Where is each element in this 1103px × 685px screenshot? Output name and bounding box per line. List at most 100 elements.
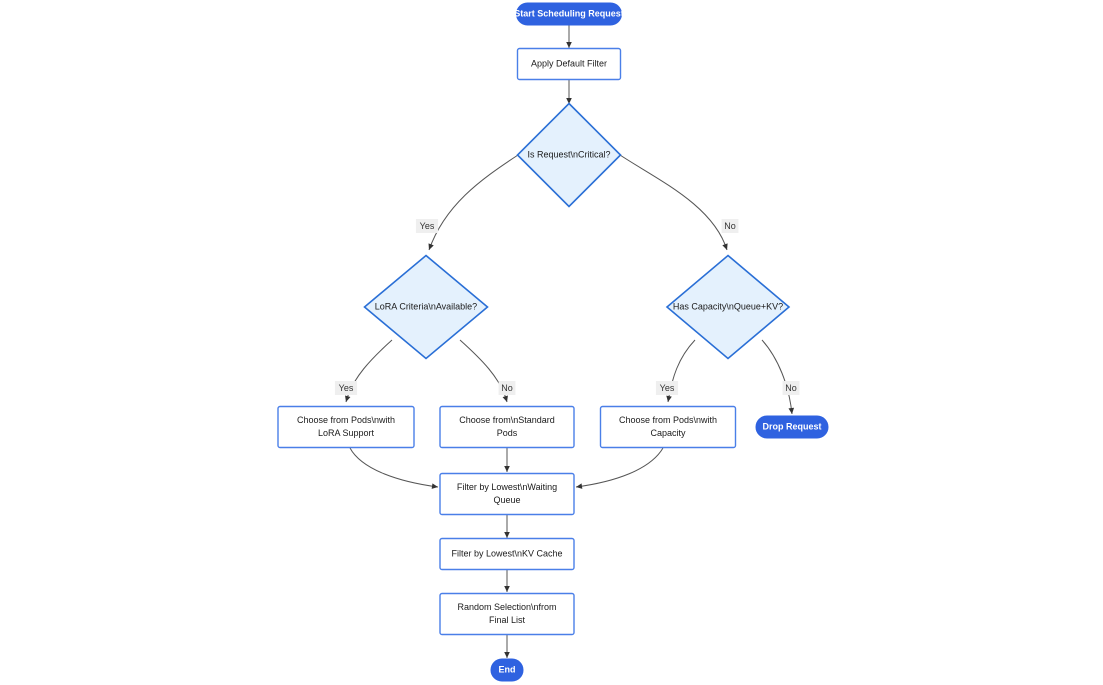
edge-arrowhead [788,407,795,414]
node-label-text: Choose from Pods\nwith [619,415,717,425]
edge-start-to-apply_filter [566,25,572,48]
node-apply_filter[interactable]: Apply Default Filter [516,47,622,81]
node-shape-pill[interactable] [490,658,524,682]
node-filter_kv[interactable]: Filter by Lowest\nKV Cache [439,537,575,571]
node-label-text: Drop Request [762,421,821,431]
node-label-text: LoRA Criteria\nAvailable? [375,301,477,311]
edge-label-text: No [724,221,736,231]
edge-line [349,447,439,488]
edges-layer [345,25,795,658]
node-label-text: Pods [497,428,518,438]
node-has_capacity[interactable]: Has Capacity\nQueue+KV? [665,254,791,360]
node-label-text: Capacity [650,428,686,438]
node-shape-diamond[interactable] [665,254,791,360]
edge-arrowhead [666,395,672,402]
edge-label-text: Yes [660,383,675,393]
node-label-text: Random Selection\nfrom [457,602,556,612]
node-shape-rect[interactable] [599,405,737,449]
edge-line [761,339,793,415]
node-shape-pill[interactable] [755,415,829,439]
edge-label-background [721,219,739,233]
edge-lora_criteria-to-pods_standard [459,339,508,403]
edge-arrowhead [722,243,728,250]
node-shape-rect[interactable] [439,537,575,571]
edge-pods_lora-to-filter_queue [349,447,439,489]
node-label-text: Choose from\nStandard [459,415,555,425]
node-start[interactable]: Start Scheduling Request [514,2,624,26]
node-label-text: LoRA Support [318,428,375,438]
node-is_critical[interactable]: Is Request\nCritical? [516,102,622,208]
edge-label-is_critical-yes: Yes [415,219,439,233]
edge-arrowhead [504,652,510,658]
node-label-text: Has Capacity\nQueue+KV? [673,301,783,311]
edge-arrowhead [566,42,572,48]
edge-arrowhead [504,586,510,592]
edge-line [428,154,519,251]
edge-label-lora_criteria-no: No [498,381,516,395]
node-shape-rect[interactable] [439,472,575,516]
node-shape-rect[interactable] [439,592,575,636]
edge-line [667,339,696,403]
node-shape-diamond[interactable] [363,254,489,360]
edge-pods_capacity-to-filter_queue [575,447,664,489]
node-label-text: Choose from Pods\nwith [297,415,395,425]
edge-lora_criteria-to-pods_lora [345,339,393,403]
edge-label-background [415,219,439,233]
node-label-text: Is Request\nCritical? [527,149,610,159]
edge-label-background [782,381,800,395]
edge-arrowhead [504,466,510,472]
node-label-text: Filter by Lowest\nKV Cache [451,548,562,558]
edge-label-text: No [501,383,513,393]
edge-arrowhead [576,483,583,489]
edge-label-has_capacity-yes: Yes [655,381,679,395]
edge-is_critical-to-has_capacity [619,154,728,251]
edge-filter_kv-to-random_select [504,570,510,592]
edge-is_critical-to-lora_criteria [428,154,519,251]
edge-has_capacity-to-pods_capacity [666,339,696,403]
node-label-text: Start Scheduling Request [514,8,624,18]
node-shape-pill[interactable] [516,2,622,26]
node-label-text: Final List [489,615,526,625]
node-shape-rect[interactable] [277,405,415,449]
node-shape-rect[interactable] [439,405,575,449]
edge-label-text: Yes [339,383,354,393]
edge-label-is_critical-no: No [721,219,739,233]
node-label-text: Queue [493,495,520,505]
edge-line [345,339,393,403]
edge-filter_queue-to-filter_kv [504,515,510,538]
edge-arrowhead [502,395,508,402]
node-lora_criteria[interactable]: LoRA Criteria\nAvailable? [363,254,489,360]
edge-arrowhead [428,243,434,250]
edge-arrowhead [504,532,510,538]
edge-line [575,447,664,488]
node-label-text: End [499,664,516,674]
node-drop_request[interactable]: Drop Request [755,415,829,439]
edge-arrowhead [566,98,572,104]
edge-arrowhead [345,395,351,402]
edge-line [459,339,508,403]
node-shape-diamond[interactable] [516,102,622,208]
edge-label-text: No [785,383,797,393]
edge-random_select-to-end [504,635,510,658]
edge-apply_filter-to-is_critical [566,80,572,104]
edge-pods_standard-to-filter_queue [504,448,510,472]
node-label-text: Filter by Lowest\nWaiting [457,482,557,492]
edge-arrowhead [431,483,438,489]
node-label-text: Apply Default Filter [531,58,607,68]
edge-label-background [334,381,358,395]
edge-label-background [498,381,516,395]
edge-label-has_capacity-no: No [782,381,800,395]
node-shape-rect[interactable] [516,47,622,81]
edge-has_capacity-to-drop_request [761,339,795,415]
node-end[interactable]: End [490,658,524,682]
edge-line [619,154,728,251]
